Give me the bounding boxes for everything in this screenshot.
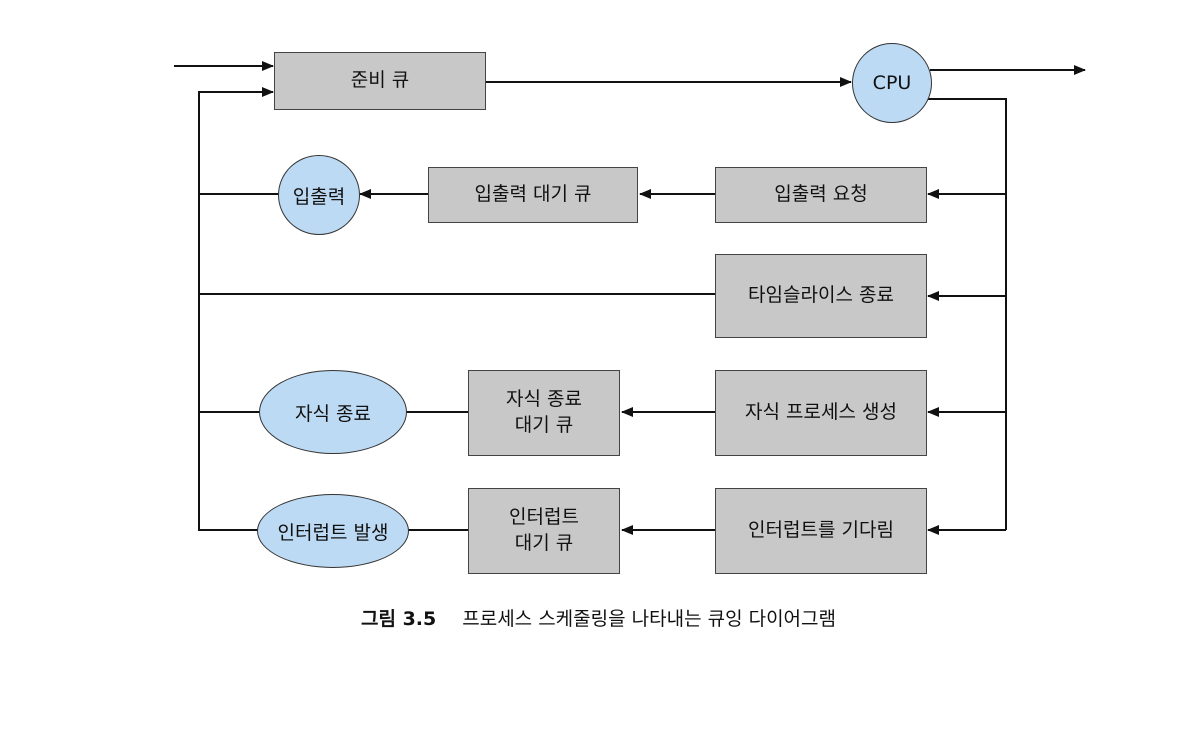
time-slice-box: 타임슬라이스 종료 xyxy=(715,254,927,338)
figure-caption-text: 프로세스 스케줄링을 나타내는 큐잉 다이어그램 xyxy=(462,608,836,630)
ready-queue-box: 준비 큐 xyxy=(274,52,486,110)
figure-number: 그림 3.5 xyxy=(361,608,437,630)
io-request-box: 입출력 요청 xyxy=(715,167,927,223)
left-return-bus xyxy=(198,87,274,531)
cpu-right-bus xyxy=(927,98,1007,530)
child-wait-queue-box: 자식 종료 대기 큐 xyxy=(468,370,620,456)
interrupt-wait-queue-box: 인터럽트 대기 큐 xyxy=(468,488,620,574)
cpu-node: CPU xyxy=(852,43,932,123)
interrupt-node: 인터럽트 발생 xyxy=(257,494,409,568)
io-node: 입출력 xyxy=(278,155,360,235)
io-wait-queue-box: 입출력 대기 큐 xyxy=(428,167,638,223)
fork-child-box: 자식 프로세스 생성 xyxy=(715,370,927,456)
figure-caption: 그림 3.5 프로세스 스케줄링을 나타내는 큐잉 다이어그램 xyxy=(0,604,1197,631)
wait-interrupt-box: 인터럽트를 기다림 xyxy=(715,488,927,574)
child-end-node: 자식 종료 xyxy=(259,370,407,454)
